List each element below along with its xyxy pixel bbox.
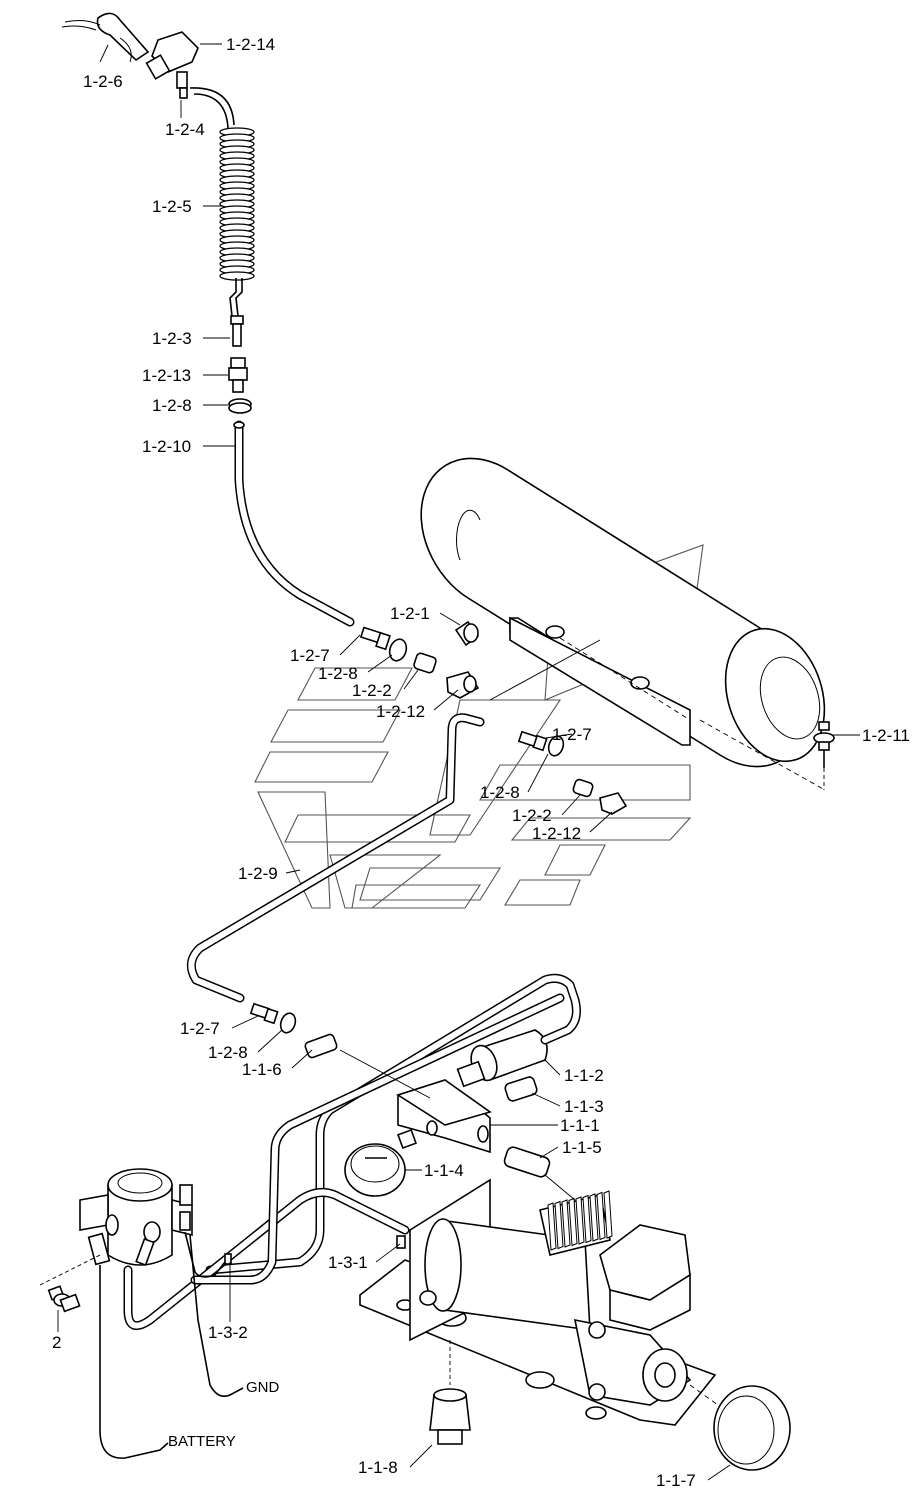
label-leaders	[57, 43, 860, 1481]
label-battery: BATTERY	[168, 1433, 236, 1450]
tire-chuck	[61, 12, 150, 63]
air-filter-1-1-7	[713, 1385, 791, 1471]
label-1-2-8-top: 1-2-8	[152, 396, 192, 415]
label-1-2-14: 1-2-14	[226, 35, 275, 54]
bolt-1-2-11	[813, 721, 835, 790]
pressure-gauge-1-1-4	[344, 1129, 417, 1197]
label-1-2-1: 1-2-1	[390, 604, 430, 623]
fitting-1-1-5	[503, 1146, 551, 1178]
hose-1-2-9	[186, 713, 485, 1003]
label-1-1-8: 1-1-8	[358, 1458, 398, 1477]
label-gnd: GND	[246, 1379, 280, 1396]
wire-1-3-1	[396, 1235, 406, 1249]
part-labels: 1-2-14 1-2-6 1-2-4 1-2-5 1-2-3 1-2-13 1-…	[52, 35, 910, 1490]
pressure-switch-1-1-2	[456, 1029, 548, 1088]
cooling-fin	[582, 1194, 592, 1244]
label-1-2-4: 1-2-4	[165, 120, 205, 139]
label-1-2-8-lower: 1-2-8	[208, 1043, 248, 1062]
wire-labels: GND BATTERY	[168, 1379, 280, 1450]
label-1-1-1: 1-1-1	[560, 1116, 600, 1135]
coiled-hose-1-2-5	[189, 87, 255, 317]
cooling-fin	[589, 1193, 599, 1242]
hose-coil-loop	[219, 271, 255, 281]
label-1-1-4: 1-1-4	[424, 1161, 464, 1180]
label-1-2-7-upper: 1-2-7	[290, 646, 330, 665]
cooling-fin	[596, 1191, 606, 1241]
fitting-1-2-4	[176, 71, 188, 99]
label-1-2-8-upper: 1-2-8	[318, 664, 358, 683]
connector-set-middle	[517, 730, 628, 815]
label-2: 2	[52, 1333, 61, 1352]
manifold-block-1-1-1	[396, 1079, 492, 1154]
chuck-body-1-2-14	[145, 31, 199, 80]
label-1-2-6: 1-2-6	[83, 72, 123, 91]
compressor-head	[573, 1224, 726, 1411]
compressor-motor	[409, 1178, 613, 1342]
air-tank	[420, 457, 826, 791]
label-1-2-8-middle: 1-2-8	[480, 783, 520, 802]
label-1-2-2-upper: 1-2-2	[352, 681, 392, 700]
label-1-2-13: 1-2-13	[142, 366, 191, 385]
clamp-1-2-8-top	[228, 398, 252, 414]
label-1-2-7-lower: 1-2-7	[180, 1019, 220, 1038]
label-1-2-12-middle: 1-2-12	[532, 824, 581, 843]
label-1-1-3: 1-1-3	[564, 1097, 604, 1116]
label-1-2-9: 1-2-9	[238, 864, 278, 883]
label-1-3-1: 1-3-1	[328, 1253, 368, 1272]
label-1-2-11: 1-2-11	[862, 726, 910, 745]
label-1-2-2-middle: 1-2-2	[512, 806, 552, 825]
label-1-1-2: 1-1-2	[564, 1066, 604, 1085]
background-watermark	[254, 544, 704, 909]
bolt-2	[47, 1285, 81, 1313]
label-1-1-5: 1-1-5	[562, 1138, 602, 1157]
fitting-1-2-3	[230, 315, 244, 347]
wire-1-3-2	[184, 1231, 232, 1278]
relay-solenoid	[39, 1168, 193, 1286]
wire-gnd	[189, 1234, 244, 1398]
fitting-1-1-3	[504, 1076, 538, 1102]
fitting-1-2-13	[228, 357, 248, 393]
tank-drain-fitting	[454, 620, 480, 647]
label-1-2-12-upper: 1-2-12	[376, 702, 425, 721]
cooling-fin	[575, 1196, 585, 1245]
hose-1-2-10	[233, 420, 355, 627]
cooling-fin	[561, 1199, 571, 1248]
label-1-1-7: 1-1-7	[656, 1471, 696, 1490]
label-1-2-3: 1-2-3	[152, 329, 192, 348]
label-1-1-6: 1-1-6	[242, 1060, 282, 1079]
assembly-lines	[339, 639, 601, 1201]
wire-battery	[99, 1265, 169, 1459]
cooling-fin	[568, 1197, 578, 1247]
label-1-2-5: 1-2-5	[152, 197, 192, 216]
cooling-fin	[603, 1190, 613, 1239]
cooling-fin	[547, 1202, 557, 1251]
cooling-fin	[554, 1200, 564, 1250]
mount-foot-1-1-8	[429, 1340, 471, 1445]
label-1-2-7-middle: 1-2-7	[552, 725, 592, 744]
connector-set-upper	[359, 626, 480, 699]
label-1-3-2: 1-3-2	[208, 1323, 248, 1342]
connector-set-lower	[249, 1002, 338, 1059]
label-1-2-10: 1-2-10	[142, 437, 191, 456]
